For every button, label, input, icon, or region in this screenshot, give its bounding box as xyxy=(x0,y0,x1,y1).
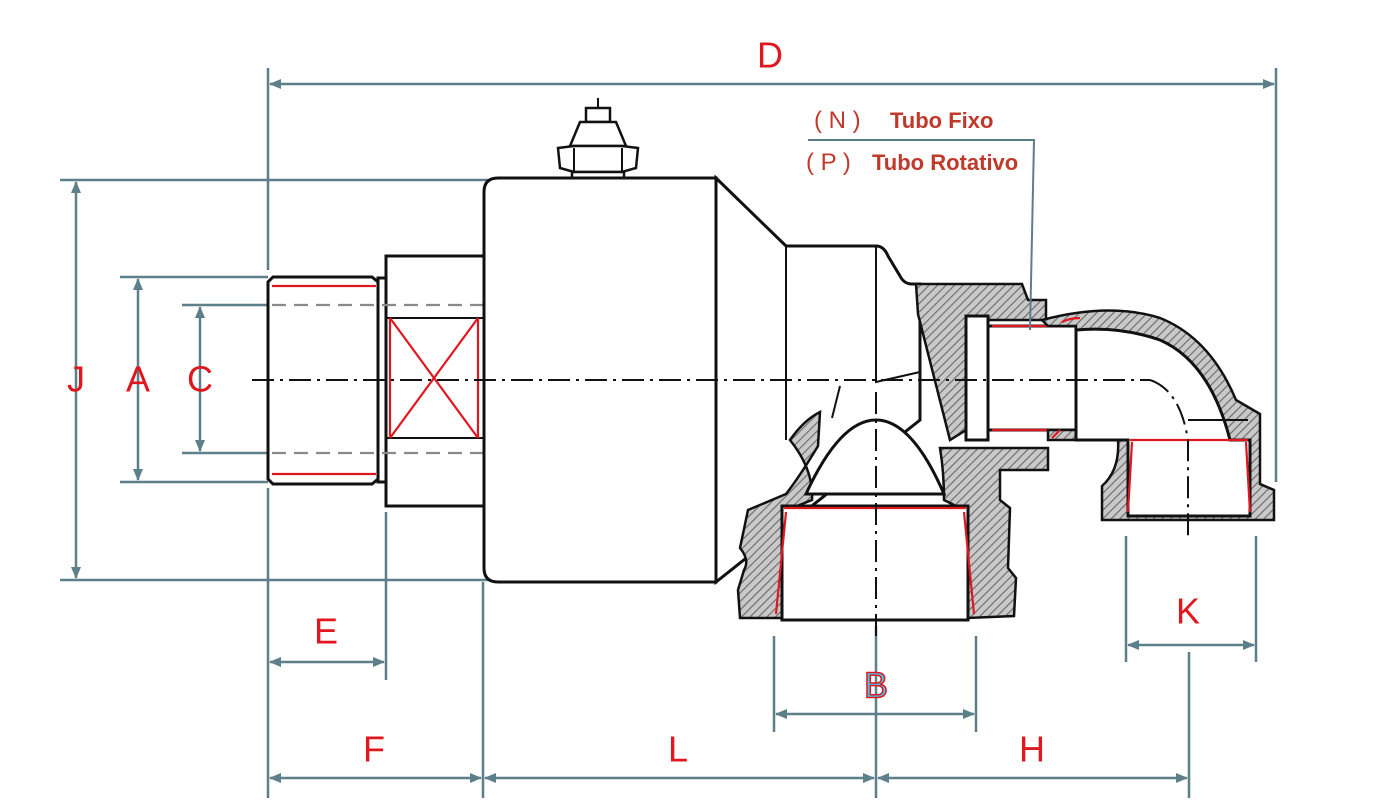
label-C: C xyxy=(187,359,213,400)
label-F: F xyxy=(363,729,385,770)
dimension-letters: D J A C E F L B H K xyxy=(67,35,1200,770)
label-E: E xyxy=(314,611,338,652)
label-D: D xyxy=(757,35,783,76)
label-A: A xyxy=(126,359,150,400)
rotating-text: Tubo Rotativo xyxy=(872,150,1018,175)
elbow-fitting xyxy=(1039,309,1276,522)
label-J: J xyxy=(67,359,85,400)
rotating-code: ( P ) xyxy=(806,149,851,176)
dimension-lines xyxy=(71,79,1275,783)
label-H: H xyxy=(1019,729,1045,770)
fixed-code: ( N ) xyxy=(814,107,861,134)
inner-bore-lines xyxy=(272,303,486,455)
pipe-notes: ( N ) Tubo Fixo ( P ) Tubo Rotativo xyxy=(806,107,1018,176)
grease-nipple xyxy=(556,98,640,182)
hex-body xyxy=(384,254,488,508)
extension-lines xyxy=(60,68,1278,798)
note-leader xyxy=(808,139,1036,331)
fixed-text: Tubo Fixo xyxy=(890,108,993,133)
label-L: L xyxy=(668,729,688,770)
label-K: K xyxy=(1176,591,1200,632)
connecting-pipe xyxy=(964,314,1078,442)
center-lines xyxy=(252,379,1189,640)
label-B: B xyxy=(864,665,888,706)
